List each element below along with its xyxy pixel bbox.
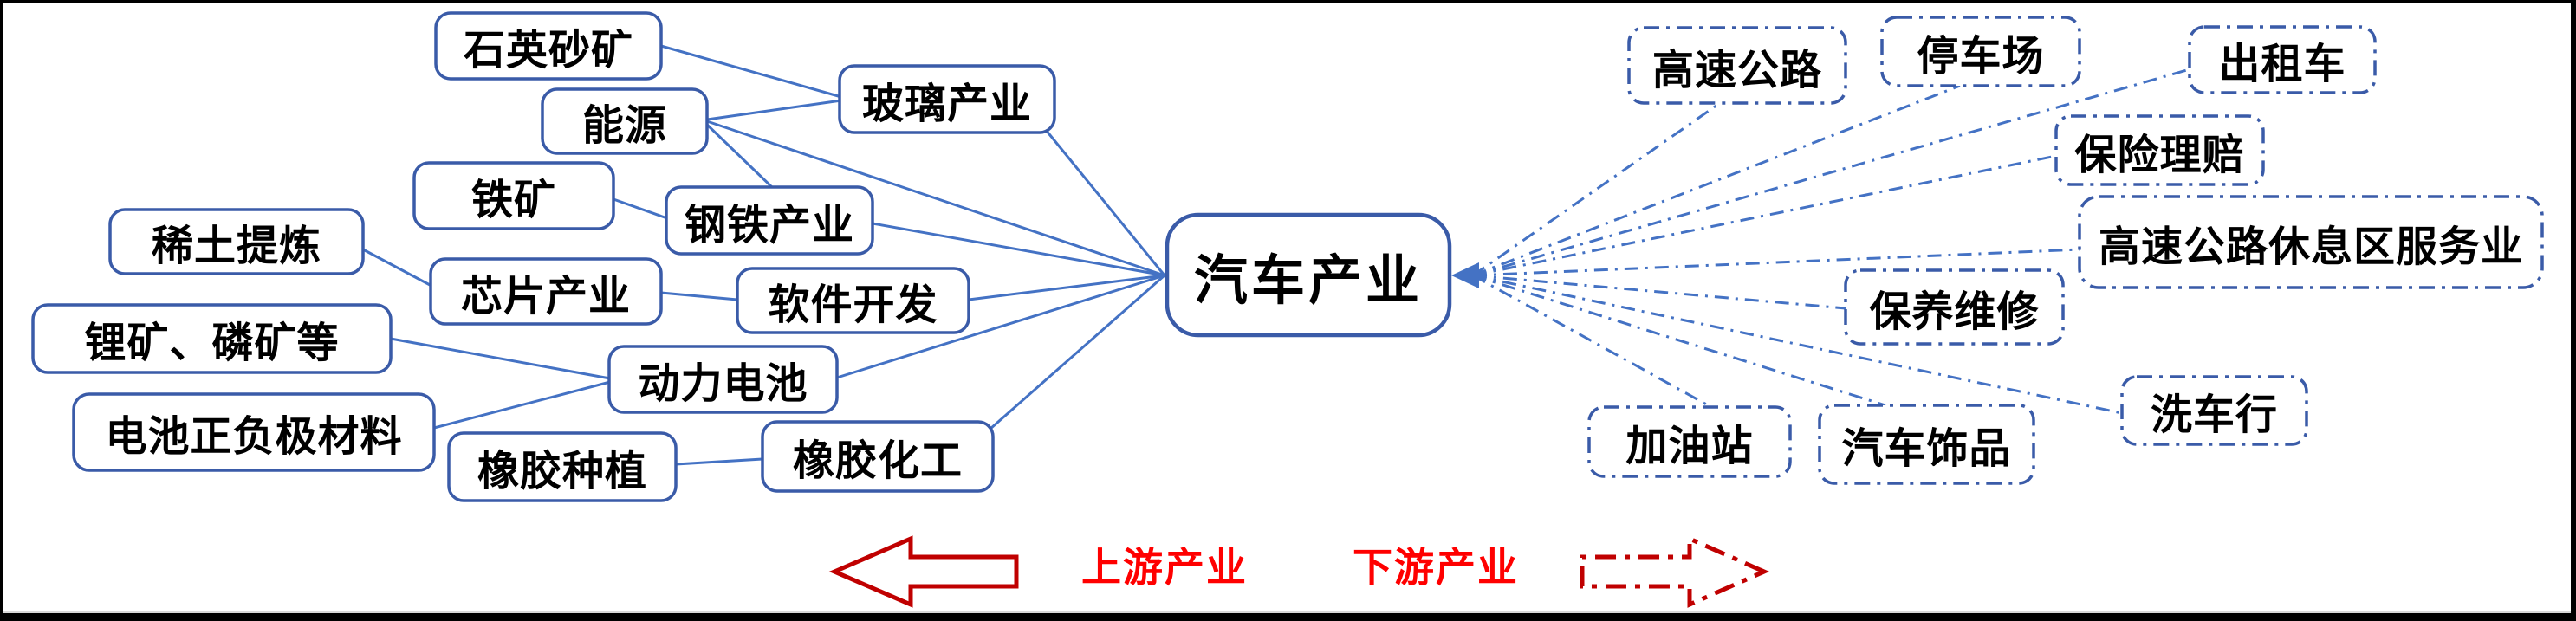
edge-auto-restarea: [1472, 248, 2080, 277]
node-rubber-planting: 橡胶种植: [477, 447, 647, 495]
edge-chip-software: [660, 291, 738, 301]
edge-auto-highway: [1472, 101, 1721, 277]
node-box-car-wash: [2120, 375, 2308, 446]
upstream-connectors: [362, 44, 1166, 466]
node-box-battery-electrode-materials: [72, 392, 436, 472]
edge-electrode-battery: [433, 380, 611, 430]
node-rubber-chemical: 橡胶化工: [792, 437, 963, 485]
edge-battery-auto: [836, 274, 1165, 379]
downstream-arrowhead-icon: [1451, 262, 1479, 288]
node-box-highway-rest-area-services: [2078, 195, 2544, 289]
node-lithium-phosphate-mines: 锂矿、磷矿等: [84, 319, 340, 367]
node-power-battery: 动力电池: [638, 359, 808, 408]
edge-software-auto: [968, 274, 1165, 301]
edge-quartz-glass: [660, 44, 842, 99]
node-car-accessories: 汽车饰品: [1841, 424, 2012, 473]
edge-steel-auto: [872, 222, 1165, 277]
node-box-steel-industry: [665, 185, 874, 256]
node-box-quartz-sand-mine: [434, 11, 663, 81]
edge-auto-maintenance: [1472, 274, 1846, 310]
edge-auto-insurance: [1472, 154, 2057, 277]
edge-auto-carwash: [1472, 274, 2123, 415]
edge-iron-steel: [613, 197, 668, 220]
upstream-node-boxes: [31, 11, 1056, 502]
edge-rare-chip: [362, 248, 432, 288]
node-box-energy: [541, 87, 709, 155]
node-steel-industry: 钢铁产业: [684, 200, 854, 249]
edge-rubberplant-rubberchem: [675, 457, 763, 466]
node-box-highway: [1627, 26, 1847, 105]
edge-glass-auto: [1044, 129, 1166, 276]
node-rare-earth-refining: 稀土提炼: [151, 222, 321, 270]
node-box-car-accessories: [1818, 404, 2035, 485]
downstream-node-boxes: [1587, 16, 2544, 485]
edge-rubberchem-auto: [990, 274, 1165, 430]
node-maintenance-repair: 保养维修: [1869, 287, 2040, 336]
edge-energy-auto: [706, 120, 1165, 277]
node-highway-rest-area-services: 高速公路休息区服务业: [2098, 222, 2523, 271]
node-box-iron-ore: [412, 161, 615, 230]
node-insurance-claims: 保险理赔: [2074, 130, 2245, 179]
node-parking-lot: 停车场: [1917, 31, 2045, 81]
edge-auto-parking: [1472, 84, 1961, 277]
node-auto-industry: 汽车产业: [1193, 248, 1423, 312]
node-gas-station: 加油站: [1625, 422, 1754, 470]
legend-downstream-label: 下游产业: [1353, 544, 1519, 591]
node-software-development: 软件开发: [768, 281, 938, 329]
node-box-lithium-phosphate-mines: [31, 303, 393, 374]
edge-auto-gas: [1472, 274, 1712, 409]
node-quartz-sand-mine: 石英砂矿: [463, 26, 633, 74]
node-iron-ore: 铁矿: [470, 176, 556, 224]
node-box-glass-industry: [838, 64, 1056, 134]
downstream-connectors: [1472, 68, 2190, 415]
node-box-taxi: [2188, 25, 2377, 94]
node-chip-industry: 芯片产业: [460, 271, 631, 320]
node-battery-electrode-materials: 电池正负极材料: [105, 412, 403, 461]
node-highway: 高速公路: [1651, 45, 1822, 94]
node-box-maintenance-repair: [1844, 268, 2065, 346]
node-box-software-development: [736, 267, 970, 334]
edge-lithium-battery: [390, 337, 611, 380]
node-car-wash: 洗车行: [2150, 391, 2278, 439]
node-glass-industry: 玻璃产业: [861, 79, 1032, 128]
legend-upstream-arrow-icon: [828, 535, 1019, 608]
node-box-rare-earth-refining: [108, 208, 365, 275]
node-box-rubber-chemical: [761, 420, 995, 493]
node-energy: 能源: [581, 101, 667, 150]
node-box-insurance-claims: [2054, 114, 2265, 186]
node-box-parking-lot: [1880, 16, 2081, 87]
edge-energy-steel: [704, 121, 775, 191]
legend-upstream-label: 上游产业: [1081, 544, 1248, 591]
node-box-rubber-planting: [447, 431, 678, 502]
node-box-power-battery: [607, 345, 839, 414]
node-taxi: 出租车: [2218, 40, 2346, 88]
edge-auto-accessories: [1472, 274, 1886, 407]
node-box-chip-industry: [429, 257, 663, 326]
node-box-gas-station: [1587, 405, 1792, 478]
node-box-auto-industry: [1165, 212, 1452, 338]
edge-energy-glass: [706, 99, 842, 121]
edge-auto-taxi: [1472, 68, 2190, 277]
legend-downstream-arrow-icon: [1580, 535, 1770, 608]
